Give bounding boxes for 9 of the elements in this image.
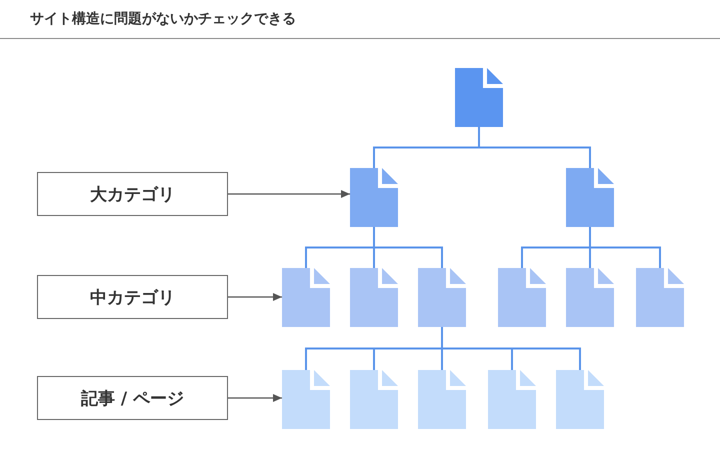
arrow: [228, 293, 282, 301]
tree-connector: [589, 227, 661, 268]
tree-connector: [441, 327, 581, 370]
arrow: [228, 394, 282, 402]
category-label: 中カテゴリ: [37, 275, 228, 319]
category-label: 記事 / ページ: [37, 376, 228, 420]
arrow: [228, 190, 350, 198]
category-label: 大カテゴリ: [37, 172, 228, 216]
page-title: サイト構造に問題がないかチェックできる: [30, 10, 296, 28]
